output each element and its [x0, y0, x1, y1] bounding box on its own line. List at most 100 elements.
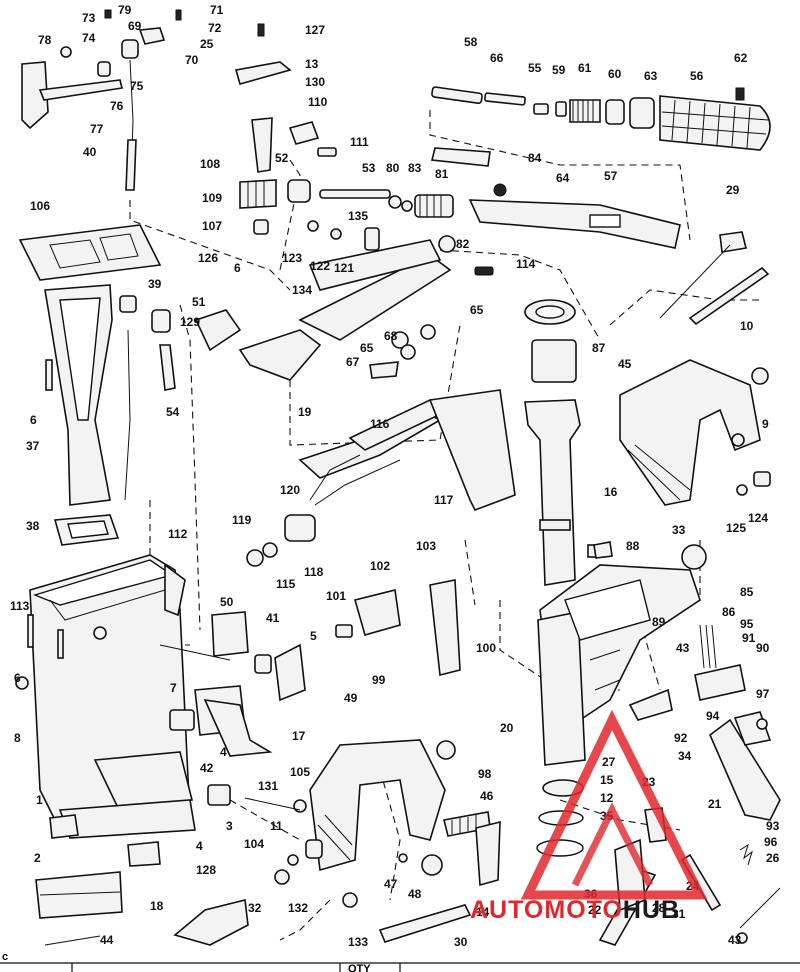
part-label-l53: 53 — [362, 161, 376, 175]
footer-bar: c QTY — [0, 951, 800, 972]
part-label-l69: 69 — [128, 19, 142, 33]
part-label-l1: 1 — [36, 793, 43, 807]
part-label-l71: 71 — [210, 3, 224, 17]
part-label-l135: 135 — [348, 209, 368, 223]
exhaust-housing — [18, 224, 176, 546]
part-label-l124: 124 — [748, 511, 768, 525]
part-label-l106: 106 — [30, 199, 50, 213]
part-label-l76: 76 — [110, 99, 124, 113]
part-label-l57: 57 — [604, 169, 618, 183]
watermark-logo: AUTOMOTOHUB — [470, 709, 708, 924]
shift-lever-parts — [21, 9, 182, 191]
part-label-l119: 119 — [232, 513, 252, 527]
part-label-l46: 46 — [480, 789, 494, 803]
part-label-l48: 48 — [408, 887, 422, 901]
part-label-l85: 85 — [740, 585, 754, 599]
part-label-l32: 32 — [248, 901, 262, 915]
part-label-l73: 73 — [82, 11, 96, 25]
part-label-l52: 52 — [275, 151, 289, 165]
part-label-l25: 25 — [200, 37, 214, 51]
part-label-l10: 10 — [740, 319, 754, 333]
part-label-l16: 16 — [604, 485, 618, 499]
part-label-l59: 59 — [552, 63, 566, 77]
part-label-l70: 70 — [185, 53, 199, 67]
part-label-l130: 130 — [305, 75, 325, 89]
part-label-l133: 133 — [348, 935, 368, 949]
part-label-l64: 64 — [556, 171, 570, 185]
part-label-l91: 91 — [742, 631, 756, 645]
lower-housing — [15, 554, 196, 839]
cable-parts-top — [287, 147, 491, 253]
throttle-plate — [194, 220, 494, 381]
part-label-l7: 7 — [170, 681, 177, 695]
part-label-l39: 39 — [148, 277, 162, 291]
part-label-l118: 118 — [304, 565, 324, 579]
part-label-l33: 33 — [672, 523, 686, 537]
part-label-l11: 11 — [270, 819, 283, 833]
part-label-l79: 79 — [118, 3, 132, 17]
part-label-l93: 93 — [766, 819, 780, 833]
part-label-l72: 72 — [208, 21, 222, 35]
part-label-l99: 99 — [372, 673, 386, 687]
part-label-l42: 42 — [200, 761, 214, 775]
part-label-l94: 94 — [706, 709, 720, 723]
part-label-l110: 110 — [308, 95, 328, 109]
swivel-tube — [524, 299, 581, 586]
watermark-part-a: AUTOMOTO — [470, 896, 623, 924]
watermark-triangle-inner — [571, 802, 654, 887]
part-label-l6c: 6 — [14, 671, 21, 685]
part-label-l6b: 6 — [30, 413, 37, 427]
part-label-l90: 90 — [756, 641, 770, 655]
part-label-l37: 37 — [26, 439, 40, 453]
part-label-l100: 100 — [476, 641, 496, 655]
swivel-bracket — [536, 544, 701, 857]
part-label-l43a: 43 — [676, 641, 690, 655]
part-label-l26: 26 — [766, 851, 780, 865]
part-label-l8: 8 — [14, 731, 21, 745]
part-label-l38: 38 — [26, 519, 40, 533]
part-label-l51: 51 — [192, 295, 206, 309]
part-label-l14: 14 — [476, 905, 490, 919]
part-label-l82: 82 — [456, 237, 470, 251]
part-label-l125: 125 — [726, 521, 746, 535]
part-label-l108: 108 — [200, 157, 220, 171]
part-label-l102: 102 — [370, 559, 390, 573]
part-label-l68: 68 — [384, 329, 398, 343]
watermark-part-b: HUB — [623, 896, 680, 924]
linkage-parts — [234, 23, 337, 235]
part-label-l128: 128 — [196, 863, 216, 877]
part-label-l101: 101 — [326, 589, 346, 603]
part-label-l131: 131 — [258, 779, 278, 793]
part-label-l113: 113 — [10, 599, 30, 613]
part-label-l4b: 4 — [196, 839, 203, 853]
part-label-l111: 111 — [350, 135, 369, 149]
footer-qty-header: QTY — [348, 963, 371, 972]
part-label-l13: 13 — [305, 57, 319, 71]
stern-bracket — [619, 231, 771, 570]
part-label-l49: 49 — [344, 691, 358, 705]
part-label-l60: 60 — [608, 67, 622, 81]
part-label-l54: 54 — [166, 405, 180, 419]
part-label-l84: 84 — [528, 151, 542, 165]
watermark-text: AUTOMOTOHUB — [470, 896, 680, 924]
part-label-l83: 83 — [408, 161, 422, 175]
clamp-bracket — [35, 541, 613, 946]
part-label-l109: 109 — [202, 191, 222, 205]
part-label-l34: 34 — [678, 749, 692, 763]
part-label-l117: 117 — [434, 493, 454, 507]
part-label-l50: 50 — [220, 595, 234, 609]
part-label-l103: 103 — [416, 539, 436, 553]
part-label-l89: 89 — [652, 615, 666, 629]
part-label-l88: 88 — [626, 539, 640, 553]
part-label-l5: 5 — [310, 629, 317, 643]
part-label-l63: 63 — [644, 69, 658, 83]
part-label-l95: 95 — [740, 617, 754, 631]
part-label-l123: 123 — [282, 251, 302, 265]
part-label-l22: 22 — [588, 903, 602, 917]
part-label-l107: 107 — [202, 219, 222, 233]
part-label-l61: 61 — [578, 61, 592, 75]
part-label-l98: 98 — [478, 767, 492, 781]
part-label-l74: 74 — [82, 31, 96, 45]
part-label-l122: 122 — [310, 259, 330, 273]
